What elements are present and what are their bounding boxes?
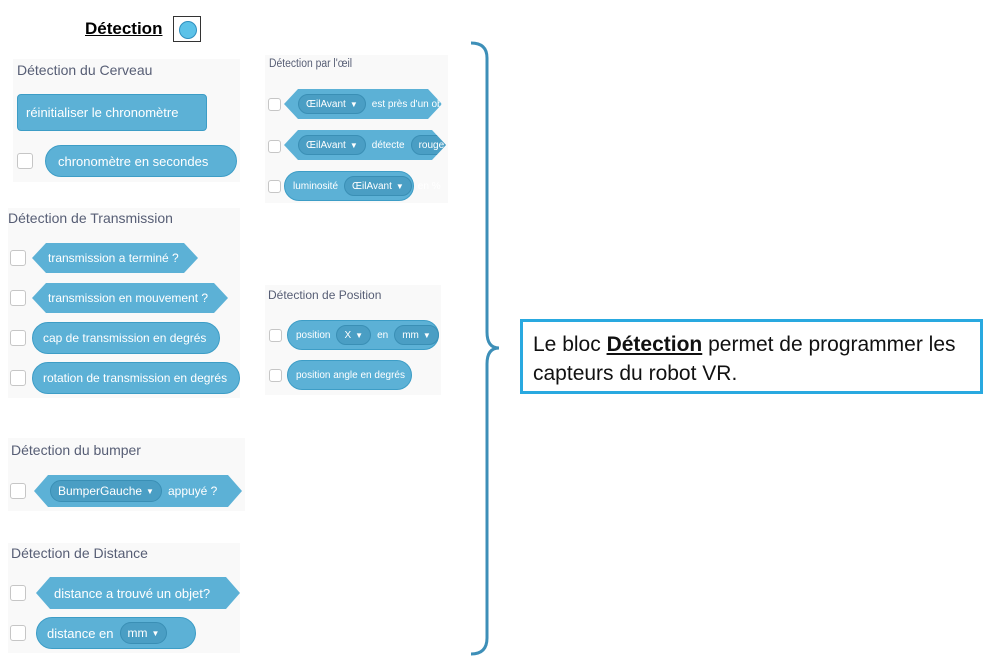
position-checkbox[interactable] bbox=[269, 329, 282, 342]
drive-rotation-block[interactable]: rotation de transmission en degrés bbox=[32, 362, 240, 394]
drive-rotation-checkbox[interactable] bbox=[10, 370, 26, 386]
caret-down-icon: ▼ bbox=[349, 99, 358, 109]
drive-heading-block[interactable]: cap de transmission en degrés bbox=[32, 322, 220, 354]
reset-timer-block[interactable]: réinitialiser le chronomètre bbox=[17, 94, 207, 131]
distance-block[interactable]: distance en mm▼ bbox=[36, 617, 196, 649]
caret-down-icon: ▼ bbox=[146, 486, 154, 496]
drive-done-checkbox[interactable] bbox=[10, 250, 26, 266]
panel-position: Détection de Position position X▼ en mm▼… bbox=[265, 285, 441, 395]
panel-bumper: Détection du bumper BumperGauche▼ appuyé… bbox=[8, 438, 245, 511]
distance-found-block[interactable]: distance a trouvé un objet? bbox=[36, 577, 240, 609]
caret-down-icon: ▼ bbox=[151, 628, 160, 638]
bumper-dropdown[interactable]: BumperGauche▼ bbox=[50, 480, 162, 502]
caret-down-icon: ▼ bbox=[355, 330, 364, 340]
detects-checkbox[interactable] bbox=[268, 140, 281, 153]
distance-checkbox[interactable] bbox=[10, 625, 26, 641]
page-title: Détection bbox=[85, 19, 163, 38]
eye-brightness-block[interactable]: luminosité ŒilAvant▼ en % bbox=[284, 171, 441, 201]
timer-seconds-block[interactable]: chronomètre en secondes bbox=[45, 145, 237, 177]
distance-unit-dropdown[interactable]: mm▼ bbox=[119, 622, 168, 644]
panel-eye: Détection par l'œil ŒilAvant▼ est près d… bbox=[265, 55, 448, 203]
panel-distance: Détection de Distance distance a trouvé … bbox=[8, 543, 240, 653]
bumper-checkbox[interactable] bbox=[10, 483, 26, 499]
color-dropdown[interactable]: rouge▼ bbox=[411, 135, 465, 155]
unit-dropdown[interactable]: mm▼ bbox=[394, 325, 439, 345]
panel-title: Détection de Transmission bbox=[8, 210, 173, 226]
right-brace bbox=[470, 41, 500, 656]
panel-brain: Détection du Cerveau réinitialiser le ch… bbox=[13, 59, 240, 182]
panel-title: Détection du Cerveau bbox=[17, 62, 153, 78]
near-checkbox[interactable] bbox=[268, 98, 281, 111]
eye-near-block[interactable]: ŒilAvant▼ est près d'un objet ? bbox=[284, 89, 442, 119]
eye-sensor-dropdown[interactable]: ŒilAvant▼ bbox=[298, 135, 366, 155]
caret-down-icon: ▼ bbox=[422, 330, 431, 340]
panel-title: Détection de Position bbox=[268, 288, 382, 302]
caret-down-icon: ▼ bbox=[395, 181, 404, 191]
panel-drivetrain: Détection de Transmission transmission a… bbox=[8, 208, 240, 398]
category-color-box bbox=[173, 16, 201, 42]
drive-heading-checkbox[interactable] bbox=[10, 330, 26, 346]
timer-checkbox[interactable] bbox=[17, 153, 33, 169]
distance-found-checkbox[interactable] bbox=[10, 585, 26, 601]
circle-icon bbox=[179, 21, 197, 39]
axis-dropdown[interactable]: X▼ bbox=[336, 325, 372, 345]
caret-down-icon: ▼ bbox=[448, 140, 457, 150]
position-angle-checkbox[interactable] bbox=[269, 369, 282, 382]
panel-title: Détection par l'œil bbox=[269, 58, 353, 70]
drive-moving-block[interactable]: transmission en mouvement ? bbox=[32, 283, 228, 313]
eye-detects-block[interactable]: ŒilAvant▼ détecte rouge▼ ? bbox=[284, 130, 446, 160]
callout-box: Le bloc Détection permet de programmer l… bbox=[520, 319, 983, 394]
callout-bold-term: Détection bbox=[606, 333, 703, 356]
caret-down-icon: ▼ bbox=[349, 140, 358, 150]
eye-sensor-dropdown[interactable]: ŒilAvant▼ bbox=[298, 94, 366, 114]
panel-title: Détection du bumper bbox=[11, 442, 141, 458]
bumper-block[interactable]: BumperGauche▼ appuyé ? bbox=[34, 475, 242, 507]
eye-sensor-dropdown[interactable]: ŒilAvant▼ bbox=[344, 176, 412, 196]
position-angle-block[interactable]: position angle en degrés bbox=[287, 360, 412, 390]
drive-done-block[interactable]: transmission a terminé ? bbox=[32, 243, 198, 273]
panel-title: Détection de Distance bbox=[11, 545, 148, 561]
brightness-checkbox[interactable] bbox=[268, 180, 281, 193]
drive-moving-checkbox[interactable] bbox=[10, 290, 26, 306]
position-block[interactable]: position X▼ en mm▼ bbox=[287, 320, 439, 350]
